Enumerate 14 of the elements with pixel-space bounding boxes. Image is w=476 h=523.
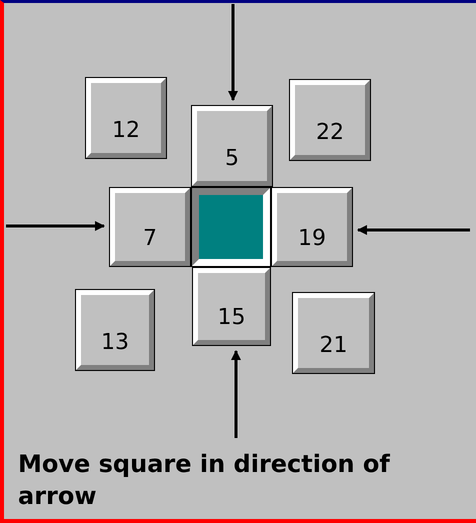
empty-square xyxy=(192,188,270,266)
number-tile: 12 xyxy=(86,78,166,158)
number-tile: 19 xyxy=(272,188,352,266)
number-tile: 21 xyxy=(293,293,374,373)
arrow xyxy=(357,225,470,235)
arrow xyxy=(231,350,241,438)
number-tile: 7 xyxy=(110,188,190,266)
number-tile: 5 xyxy=(192,106,272,186)
number-tile: 22 xyxy=(290,80,370,160)
arrow xyxy=(6,221,105,231)
instruction-text: Move square in direction of arrow xyxy=(18,449,391,512)
arrow xyxy=(228,4,238,101)
number-tile: 13 xyxy=(76,290,154,370)
number-tile: 15 xyxy=(193,268,270,345)
